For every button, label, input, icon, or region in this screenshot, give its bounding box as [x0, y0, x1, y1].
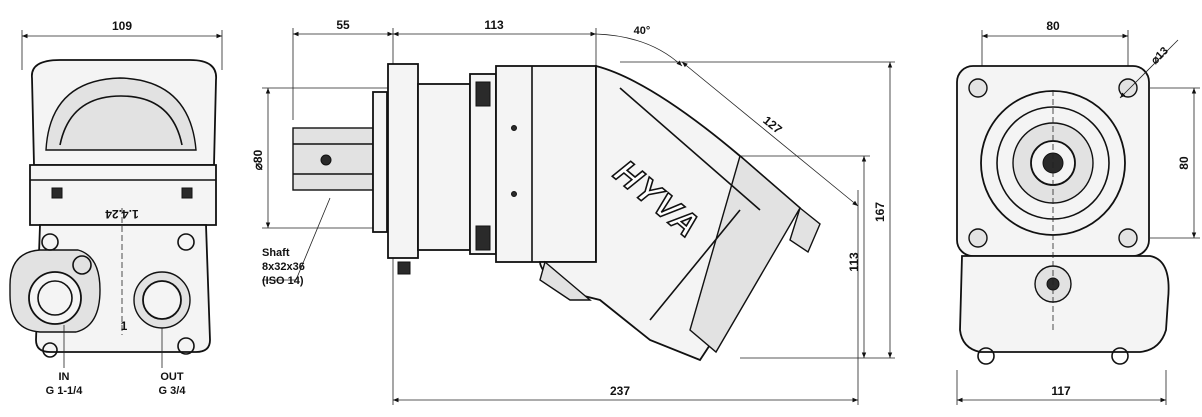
- front-view: [9, 30, 223, 358]
- in-port-title: IN: [59, 371, 70, 383]
- dim-flange-to-shaft: 55: [336, 18, 350, 32]
- dim-left-width: 109: [112, 19, 132, 33]
- dim-side-angle: 40°: [634, 25, 651, 37]
- dim-side-total: 237: [610, 384, 630, 398]
- out-port-title: OUT: [160, 371, 184, 383]
- shaft-label-line3: (ISO 14): [262, 275, 304, 287]
- dim-side-right-small: 113: [847, 252, 861, 272]
- in-port-thread: G 1-1/4: [46, 385, 84, 397]
- out-port-thread: G 3/4: [159, 385, 187, 397]
- dim-side-right-large: 167: [873, 202, 887, 222]
- port-number-1: 1: [121, 319, 128, 333]
- port-number-label: 1.4.24: [105, 207, 139, 221]
- shaft-label-line2: 8x32x36: [262, 261, 305, 273]
- dim-right-height: 80: [1177, 156, 1191, 170]
- dim-shaft-diameter: ⌀80: [251, 149, 265, 170]
- dim-right-bottom-width: 117: [1051, 384, 1071, 398]
- dim-side-diag: 127: [760, 113, 785, 137]
- dim-right-top-width: 80: [1046, 19, 1060, 33]
- dim-side-body-length: 113: [484, 18, 504, 32]
- side-view: [262, 28, 895, 405]
- shaft-label-line1: Shaft: [262, 247, 290, 259]
- dim-right-hole: ⌀13: [1149, 45, 1171, 67]
- end-view: [956, 30, 1200, 405]
